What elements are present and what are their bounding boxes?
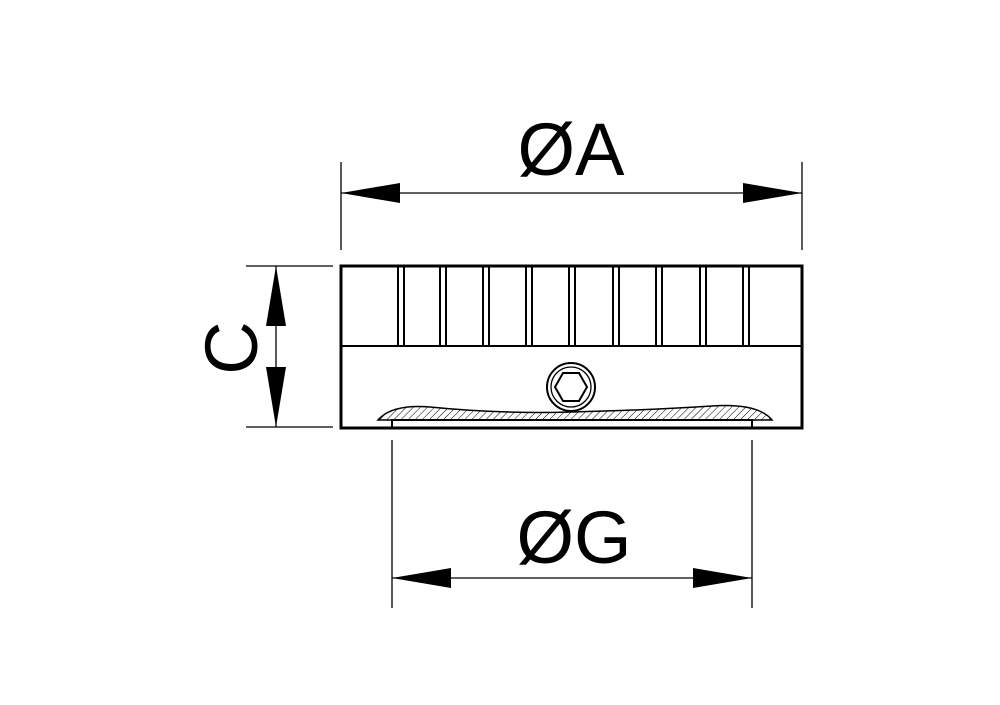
arrowhead-left-a [341, 183, 400, 203]
knurl-grooves [397, 266, 750, 346]
dimension-inner-diameter: ØG [391, 440, 753, 608]
part-body [339, 264, 804, 430]
arrowhead-left-g [392, 568, 451, 588]
inner-bore-recess [391, 419, 753, 429]
arrowhead-right-a [743, 183, 802, 203]
arrowhead-top-c [266, 266, 286, 326]
label-outer-diameter: ØA [518, 108, 626, 191]
hex-socket-set-screw-icon [546, 362, 596, 412]
label-inner-diameter: ØG [516, 496, 631, 579]
arrowhead-bottom-c [266, 367, 286, 427]
arrowhead-right-g [693, 568, 752, 588]
hatched-lip-section [376, 404, 774, 421]
dimension-height: C [190, 265, 333, 428]
label-height: C [190, 321, 273, 374]
dimension-outer-diameter: ØA [340, 108, 803, 250]
